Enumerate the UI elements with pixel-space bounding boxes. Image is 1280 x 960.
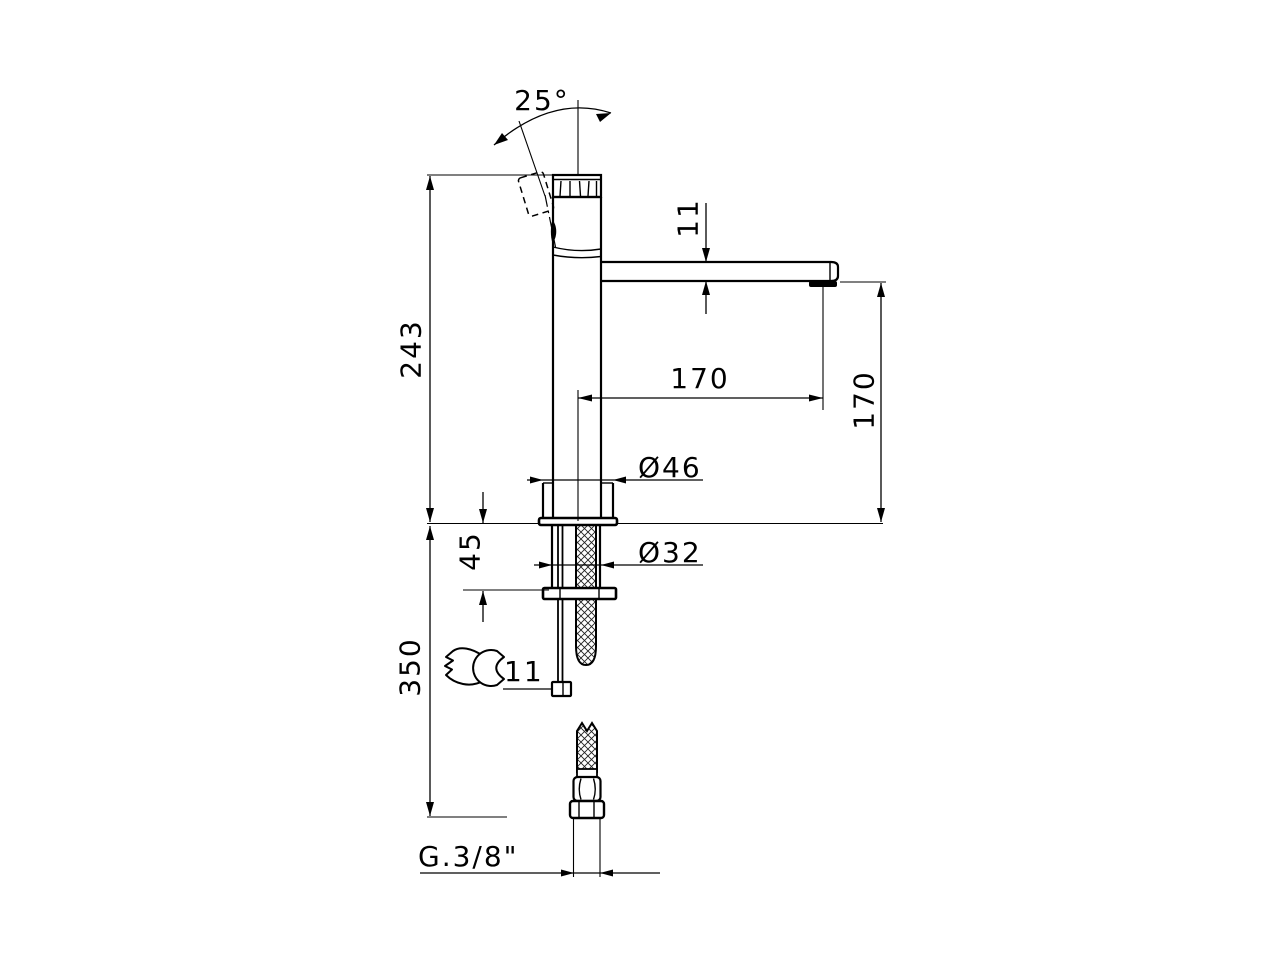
arrow-left — [578, 394, 592, 402]
connection-hex-nut — [568, 799, 606, 820]
faucet-head — [517, 171, 603, 248]
spout-outline — [601, 260, 840, 283]
arrow-up — [479, 591, 487, 605]
angle-arc — [493, 107, 612, 146]
wrench-size-label: 11 — [504, 655, 544, 688]
arrow-right — [809, 394, 823, 402]
handle-tilted-dashed — [517, 171, 555, 217]
under-deck-assembly — [541, 524, 618, 820]
overall-height-label: 243 — [395, 319, 428, 378]
arrow-left-in — [601, 561, 614, 569]
handle-axis-lower — [544, 194, 557, 248]
arrow-left-in — [613, 476, 626, 484]
connection-thread-label: G.3/8" — [418, 840, 519, 873]
dimension-connection-thread: G.3/8" — [418, 818, 660, 877]
knurl-ticks — [559, 180, 598, 197]
spout-reach-label: 170 — [670, 362, 729, 395]
dimension-spout-thickness: 11 — [672, 198, 710, 314]
dimension-shank-diameter: Ø32 — [534, 536, 703, 569]
faucet-body — [537, 197, 619, 527]
aerator-outlet — [809, 281, 837, 287]
arrow-down — [426, 802, 434, 816]
head-joint-upper — [552, 246, 602, 252]
mounting-nut — [541, 586, 618, 601]
handle-outline — [517, 171, 555, 217]
angle-ref-tilted — [518, 120, 546, 197]
ferrule-neck — [576, 768, 598, 778]
wrench-icon — [444, 647, 505, 687]
arrow-down — [877, 508, 885, 522]
ferrule-body — [572, 775, 602, 803]
spout — [601, 260, 840, 287]
arrow-up — [426, 526, 434, 540]
deck-clamp-label: 45 — [454, 531, 487, 571]
arrow-left-in — [600, 869, 613, 877]
spout-height-label: 170 — [848, 370, 881, 429]
flex-hose-lower — [576, 721, 598, 773]
dimension-deck-clamp: 45 — [454, 492, 549, 622]
arrow-down — [702, 248, 710, 262]
arrow-down — [479, 509, 487, 523]
spout-thickness-label: 11 — [672, 198, 705, 238]
dimension-spout-reach: 170 — [577, 287, 824, 521]
lever-slot — [550, 220, 557, 243]
ferrule-ribs — [578, 778, 596, 800]
arrow-right-in — [561, 869, 574, 877]
arrow-up — [877, 283, 885, 297]
dimension-handle-angle: 25° — [493, 84, 612, 197]
wrench-head — [472, 649, 505, 687]
faucet-figure — [427, 171, 883, 820]
dimension-spout-height: 170 — [840, 281, 886, 522]
dimension-hose-length: 350 — [394, 526, 507, 818]
arc-arrow-left — [494, 133, 508, 145]
arrow-down — [426, 508, 434, 522]
dimension-base-diameter: Ø46 — [527, 451, 703, 484]
arrow-up — [426, 176, 434, 190]
rod-end-nut — [550, 680, 573, 698]
shank-diameter-label: Ø32 — [638, 536, 702, 569]
base-diameter-label: Ø46 — [638, 451, 702, 484]
arrow-right-in — [539, 561, 552, 569]
dimension-overall-height: 243 — [395, 174, 554, 522]
arrow-up — [702, 281, 710, 295]
head-joint-lower — [552, 254, 602, 259]
hose-length-label: 350 — [394, 637, 427, 696]
arrow-right-in — [530, 476, 543, 484]
handle-angle-label: 25° — [514, 84, 570, 117]
callout-wrench-size: 11 — [503, 655, 552, 690]
arc-arrow-right — [596, 113, 611, 122]
